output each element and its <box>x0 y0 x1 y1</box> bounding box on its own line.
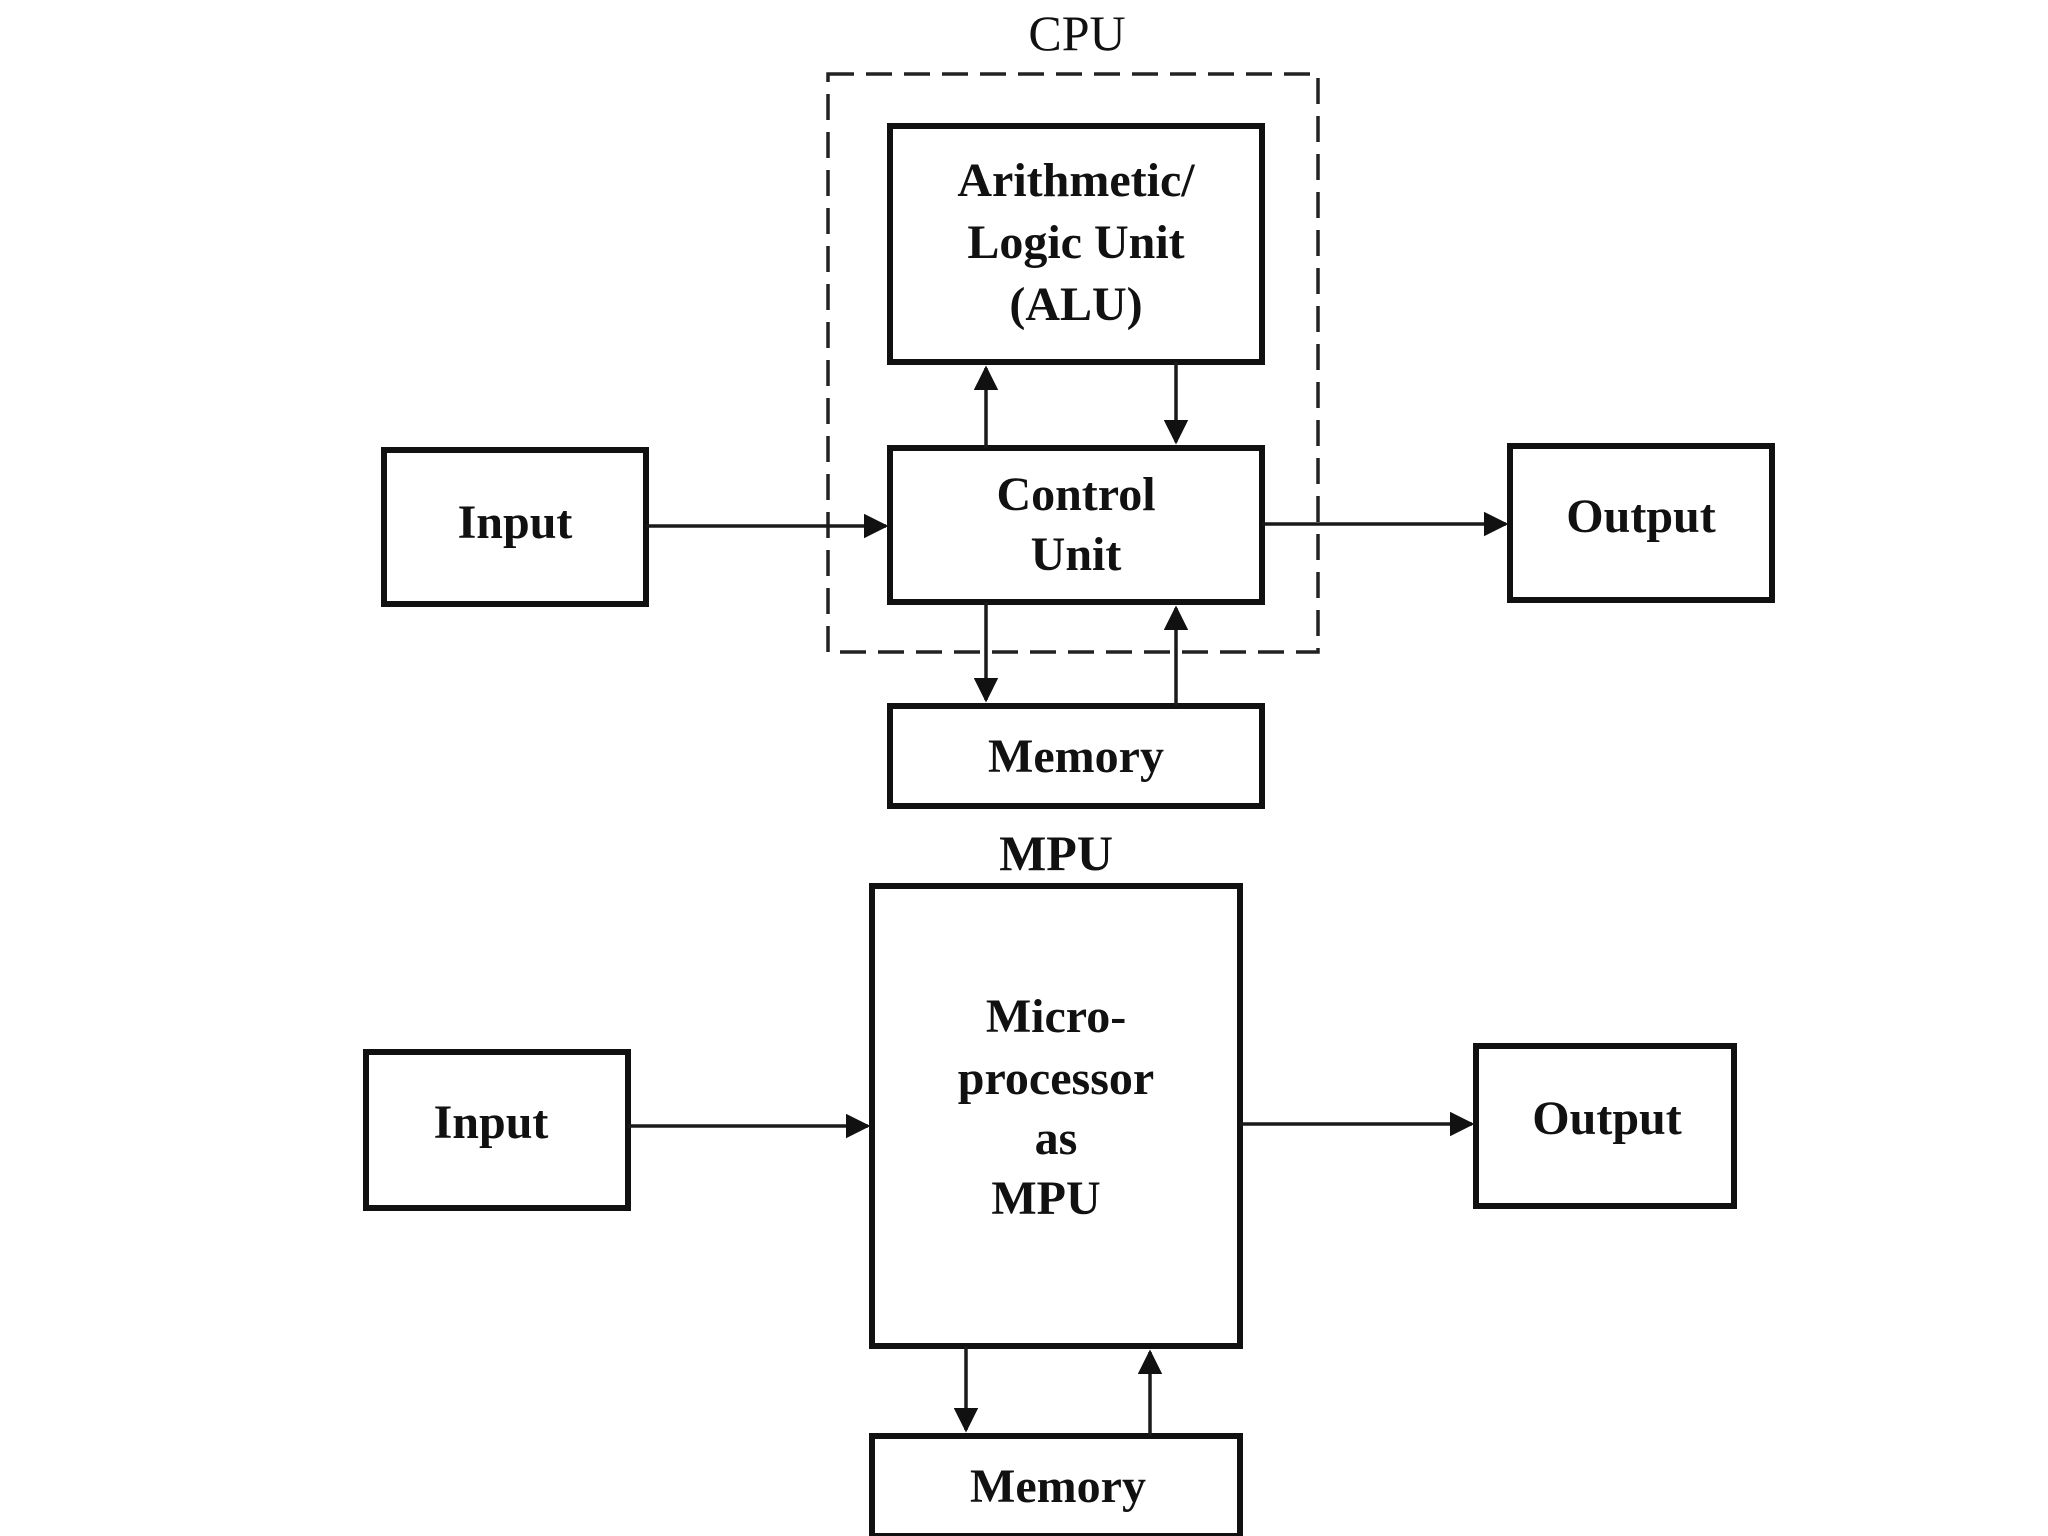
control-unit-label-line-1: Control <box>996 468 1155 521</box>
mpu-title: MPU <box>999 825 1113 881</box>
alu-label-line-2: Logic Unit <box>967 216 1184 269</box>
microprocessor-block: Micro- processor as MPU <box>869 883 1243 1349</box>
mpu-memory-label: Memory <box>970 1460 1146 1513</box>
mpu-label-line-4: MPU <box>991 1172 1100 1225</box>
control-unit-block: Control Unit <box>887 445 1265 605</box>
cpu-memory-label: Memory <box>988 730 1164 783</box>
mpu-input-block: Input <box>363 1049 631 1211</box>
cpu-input-label: Input <box>458 496 573 549</box>
mpu-label-line-1: Micro- <box>986 990 1126 1043</box>
cpu-title: CPU <box>1028 5 1125 61</box>
alu-label-line-1: Arithmetic/ <box>957 154 1195 207</box>
cpu-output-block: Output <box>1507 443 1775 603</box>
cpu-output-label: Output <box>1566 490 1715 543</box>
mpu-system: MPU Micro- processor as MPU Input Output… <box>363 825 1737 1536</box>
mpu-label-line-3: as <box>1035 1112 1078 1165</box>
alu-block: Arithmetic/ Logic Unit (ALU) <box>887 123 1265 365</box>
mpu-memory-block: Memory <box>869 1433 1243 1536</box>
cpu-memory-block: Memory <box>887 703 1265 809</box>
cpu-input-block: Input <box>381 447 649 607</box>
mpu-label-line-2: processor <box>958 1052 1154 1105</box>
cpu-system: CPU Arithmetic/ Logic Unit (ALU) Control… <box>381 5 1775 809</box>
control-unit-label-line-2: Unit <box>1031 528 1122 581</box>
mpu-output-label: Output <box>1532 1092 1681 1145</box>
mpu-input-label: Input <box>434 1096 549 1149</box>
alu-label-line-3: (ALU) <box>1009 278 1142 331</box>
mpu-output-block: Output <box>1473 1043 1737 1209</box>
cpu-boundary <box>826 72 1320 654</box>
